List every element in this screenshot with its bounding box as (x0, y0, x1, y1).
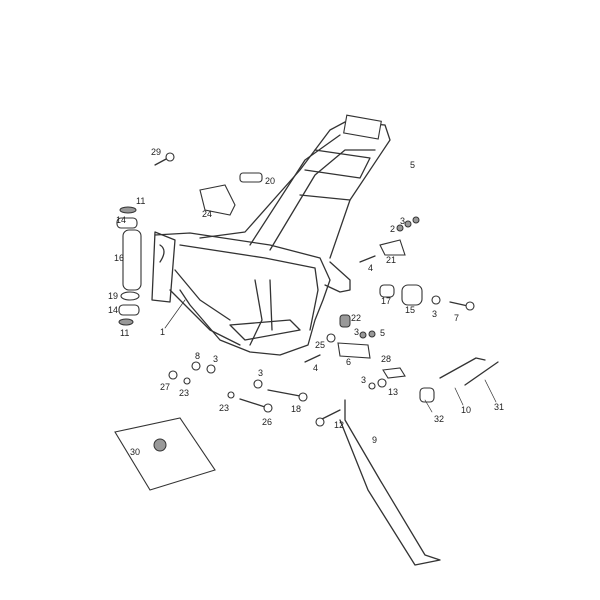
part-label-10: 10 (461, 405, 471, 415)
part-label-31: 31 (494, 402, 504, 412)
part-label-7: 7 (454, 313, 459, 323)
part-label-3: 3 (400, 216, 405, 226)
part-label-18: 18 (291, 404, 301, 414)
part-label-24: 24 (202, 209, 212, 219)
part-label-26: 26 (262, 417, 272, 427)
part-label-14: 14 (108, 305, 118, 315)
part-label-11: 11 (120, 328, 129, 338)
part-label-8: 8 (195, 351, 200, 361)
leader-lines (164, 299, 497, 413)
part-label-12: 12 (334, 420, 344, 430)
part-label-29: 29 (151, 147, 161, 157)
part-label-13: 13 (388, 387, 398, 397)
steering-parts (116, 206, 142, 326)
part-label-15: 15 (405, 305, 415, 315)
part-label-3: 3 (213, 354, 218, 364)
part-label-1: 1 (160, 327, 165, 337)
part-label-20: 20 (265, 176, 275, 186)
part-label-3: 3 (432, 309, 437, 319)
part-label-32: 32 (434, 414, 444, 424)
part-label-22: 22 (351, 313, 361, 323)
part-label-4: 4 (313, 363, 318, 373)
part-label-16: 16 (114, 253, 124, 263)
part-label-23: 23 (179, 388, 189, 398)
part-label-3: 3 (258, 368, 263, 378)
part-label-5: 5 (410, 160, 415, 170)
part-label-11: 11 (136, 196, 145, 206)
frame-body (151, 114, 391, 356)
part-label-23: 23 (219, 403, 229, 413)
part-label-3: 3 (354, 327, 359, 337)
part-label-28: 28 (381, 354, 391, 364)
part-label-17: 17 (381, 296, 391, 306)
part-label-4: 4 (368, 263, 373, 273)
part-label-30: 30 (130, 447, 140, 457)
part-label-19: 19 (108, 291, 118, 301)
part-label-5: 5 (380, 328, 385, 338)
part-label-3: 3 (361, 375, 366, 385)
part-label-6: 6 (346, 357, 351, 367)
part-label-14: 14 (116, 215, 126, 225)
part-label-25: 25 (315, 340, 325, 350)
part-label-9: 9 (372, 435, 377, 445)
small-parts (114, 152, 499, 566)
part-label-27: 27 (160, 382, 170, 392)
part-label-21: 21 (386, 255, 396, 265)
part-label-2: 2 (390, 224, 395, 234)
